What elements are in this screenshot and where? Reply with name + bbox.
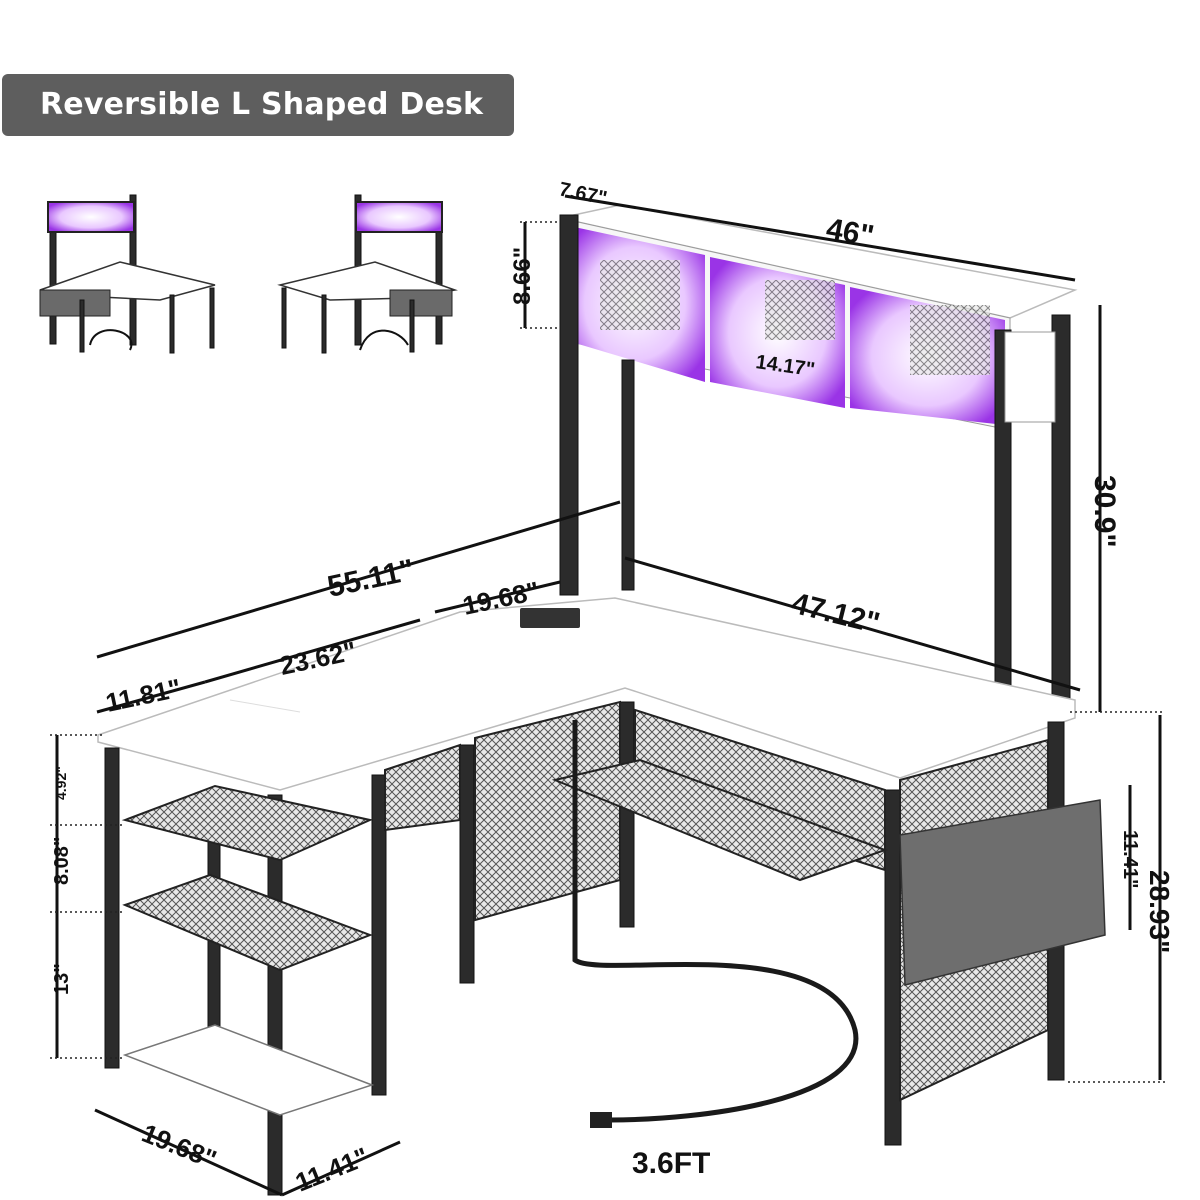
title-badge: Reversible L Shaped Desk bbox=[2, 74, 514, 136]
desk-top bbox=[97, 597, 1076, 791]
storage-bag bbox=[899, 799, 1106, 986]
dim-total-length: 55.11" bbox=[325, 553, 418, 604]
dim-hutch-width: 46" bbox=[824, 212, 877, 253]
dim-shelf-gap-mid: 8.08" bbox=[51, 837, 73, 885]
hutch bbox=[559, 204, 1078, 731]
thumbnail-left-layout bbox=[39, 194, 216, 354]
dim-hutch-depth: 7.67" bbox=[557, 178, 609, 210]
dim-bag-height: 11.41" bbox=[1119, 830, 1141, 888]
dimension-lines bbox=[50, 194, 1165, 1197]
dim-right-length: 47.12" bbox=[788, 587, 883, 641]
thumbnail-right-layout bbox=[277, 194, 458, 354]
dim-base-width: 11.41" bbox=[291, 1141, 373, 1197]
desk-frame bbox=[104, 700, 1106, 1196]
dim-hutch-height: 8.66" bbox=[509, 247, 536, 305]
dim-desk-height: 28.93" bbox=[1144, 870, 1175, 953]
power-strip bbox=[520, 608, 580, 628]
dim-base-depth: 19.68" bbox=[138, 1118, 221, 1175]
dim-shelf-gap-bottom: 13" bbox=[51, 963, 73, 995]
dim-cord-length: 3.6FT bbox=[632, 1147, 710, 1180]
plug-icon bbox=[590, 1112, 612, 1128]
dim-hutch-leg-height: 30.9" bbox=[1088, 475, 1121, 548]
dim-shelf-gap-top: 4.92" bbox=[53, 766, 69, 800]
